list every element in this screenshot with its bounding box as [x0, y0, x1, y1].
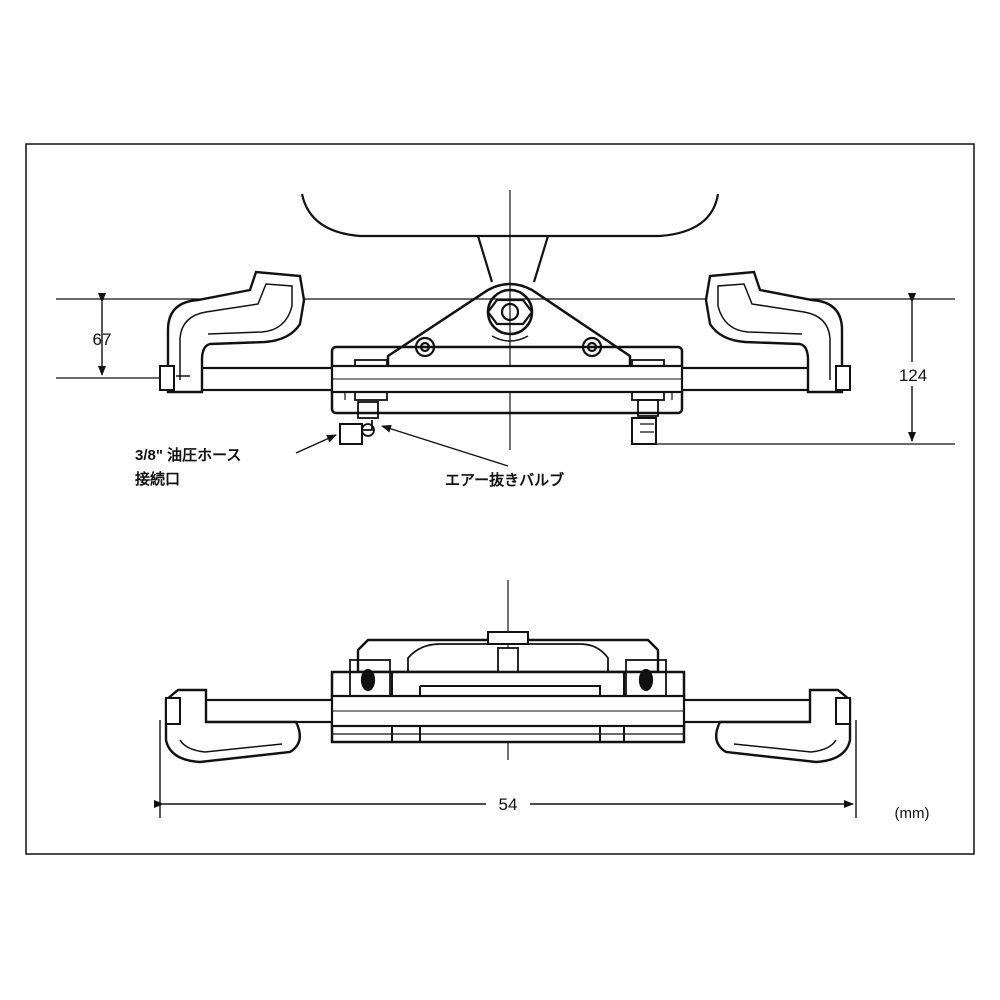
- air-valve-label: エアー抜きバルブ: [445, 471, 564, 489]
- left-end-bracket: [166, 270, 306, 394]
- left-end-front: [164, 688, 302, 764]
- dimension-124-label: 124: [899, 366, 927, 385]
- unit-label: (mm): [895, 805, 930, 822]
- right-end-bracket: [704, 270, 844, 394]
- dimension-54-label: 54: [499, 795, 518, 814]
- dimension-67-label: 67: [93, 330, 112, 349]
- callout-leaders: [295, 424, 509, 467]
- front-view: [164, 580, 852, 764]
- hub-neck: [476, 235, 550, 283]
- triangle-bracket: [386, 282, 632, 380]
- drawing-frame: [25, 143, 975, 855]
- top-view: [56, 190, 955, 450]
- hose-port-label-line1: 3/8" 油圧ホース: [135, 446, 241, 464]
- hose-port-label-line2: 接続口: [135, 470, 180, 488]
- right-end-front: [714, 688, 852, 764]
